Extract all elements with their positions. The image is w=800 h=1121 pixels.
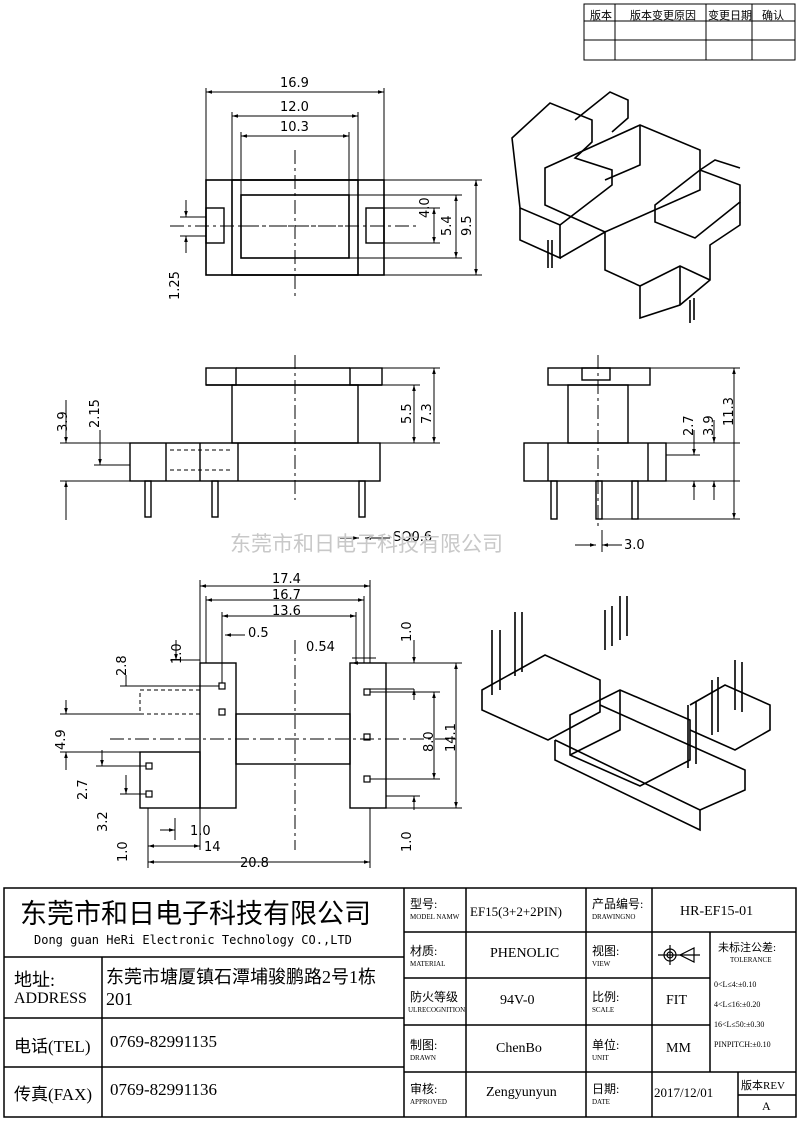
company-name-cn: 东莞市和日电子科技有限公司	[20, 899, 371, 929]
dim-bottom-2-8: 2.8	[115, 655, 130, 676]
dim-end-pin-length: 3.0	[624, 538, 645, 553]
dim-side-core: 5.5	[400, 403, 415, 424]
fire-label-en: ULRECOGNITION	[408, 1006, 466, 1014]
address-label-cn: 地址:	[14, 970, 56, 990]
rev-value: A	[762, 1099, 771, 1113]
date-label-cn: 日期:	[592, 1082, 620, 1096]
dim-side-base: 3.9	[56, 411, 71, 432]
material-value: PHENOLIC	[490, 946, 560, 961]
dim-bottom-pin-span: 13.6	[272, 604, 301, 619]
dim-bottom-14: 14	[204, 840, 221, 855]
dim-end-base: 3.9	[702, 415, 717, 436]
rev-col-reason: 版本变更原因	[630, 10, 696, 22]
dim-bottom-2-7: 2.7	[76, 779, 91, 800]
end-view	[523, 355, 667, 530]
approved-value: Zengyunyun	[486, 1085, 557, 1100]
tel-label: 电话(TEL)	[14, 1037, 91, 1056]
dim-bottom-20-8: 20.8	[240, 856, 269, 871]
fax-label: 传真(FAX)	[14, 1085, 93, 1104]
dim-bottom-left-1: 1.0	[170, 643, 185, 664]
watermark: 东莞市和日电子科技有限公司	[230, 532, 503, 556]
view-label-cn: 视图:	[592, 944, 620, 958]
model-label-cn: 型号:	[410, 897, 438, 911]
drawn-label-en: DRAWN	[410, 1054, 436, 1062]
dim-end-flange: 2.7	[682, 415, 697, 436]
tolerance-row-3: 16<L≤50:±0.30	[714, 1020, 765, 1029]
scale-label-cn: 比例:	[592, 990, 620, 1004]
fire-value: 94V-0	[500, 993, 535, 1008]
tolerance-title-en: TOLERANCE	[730, 956, 772, 964]
dim-end-total-height: 11.3	[722, 397, 737, 426]
dim-top-slot: 4.0	[418, 197, 433, 218]
unit-label-cn: 单位:	[592, 1038, 620, 1052]
fax-value: 0769-82991136	[110, 1080, 218, 1099]
model-value: EF15(3+2+2PIN)	[470, 904, 562, 919]
approved-label-cn: 审核:	[410, 1082, 438, 1096]
dim-top-width-mid: 12.0	[280, 100, 309, 115]
side-view-dims	[60, 367, 440, 540]
top-view	[170, 88, 482, 300]
tel-value: 0769-82991135	[110, 1032, 218, 1051]
side-view	[129, 355, 383, 518]
dim-bottom-3-2: 3.2	[96, 811, 111, 832]
rev-col-version: 版本	[590, 10, 612, 22]
dim-bottom-overall: 17.4	[272, 572, 301, 587]
product-no-label-cn: 产品编号:	[592, 897, 644, 911]
product-no-value: HR-EF15-01	[680, 904, 754, 919]
scale-value: FIT	[666, 993, 687, 1008]
company-name-en: Dong guan HeRi Electronic Technology CO.…	[34, 933, 352, 947]
revision-table	[583, 3, 796, 61]
tolerance-title-cn: 未标注公差:	[718, 942, 777, 954]
tolerance-row-2: 4<L≤16:±0.20	[714, 1000, 761, 1009]
isometric-view-top	[511, 91, 741, 323]
dim-top-width-inner: 10.3	[280, 120, 309, 135]
dim-bottom-14-1: 14.1	[444, 723, 459, 752]
rev-label: 版本REV	[741, 1080, 785, 1092]
model-label-en: MODEL NAMW	[410, 913, 460, 921]
first-angle-projection-icon	[658, 945, 700, 965]
end-view-dims	[575, 367, 740, 552]
dim-side-pin-square: SQ0.6	[393, 530, 433, 545]
rev-col-date: 变更日期	[708, 10, 752, 22]
scale-label-en: SCALE	[592, 1006, 615, 1014]
title-block-grid	[3, 887, 797, 1118]
dim-bottom-1-0-pin: 1.0	[190, 824, 211, 839]
dim-bottom-8-0: 8.0	[422, 731, 437, 752]
dim-bottom-4-9: 4.9	[54, 729, 69, 750]
tolerance-row-4: PINPITCH:±0.10	[714, 1040, 771, 1049]
drawn-value: ChenBo	[496, 1041, 542, 1056]
drawn-label-cn: 制图:	[410, 1038, 438, 1052]
unit-value: MM	[666, 1041, 691, 1056]
address-label-en: ADDRESS	[14, 990, 87, 1007]
dim-top-depth: 9.5	[460, 215, 475, 236]
dim-bottom-0-5: 0.5	[248, 626, 269, 641]
material-label-en: MATERIAL	[410, 960, 446, 968]
dim-top-notch: 1.25	[168, 271, 183, 300]
dim-bottom-flange: 16.7	[272, 588, 301, 603]
dim-side-pin-offset: 2.15	[88, 399, 103, 428]
dim-top-window: 5.4	[440, 215, 455, 236]
dim-top-width-outer: 16.9	[280, 76, 309, 91]
unit-label-en: UNIT	[592, 1054, 609, 1062]
address-value: 东莞市塘厦镇石潭埔骏鹏路2号1栋201	[106, 967, 376, 1009]
rev-col-confirm: 确认	[762, 10, 784, 22]
approved-label-en: APPROVED	[410, 1098, 447, 1106]
fire-label-cn: 防火等级	[410, 990, 459, 1004]
view-label-en: VIEW	[592, 960, 611, 968]
date-label-en: DATE	[592, 1098, 610, 1106]
dim-bottom-0-54: 0.54	[306, 640, 335, 655]
bottom-view-dims	[60, 580, 462, 868]
date-value: 2017/12/01	[654, 1085, 714, 1100]
isometric-view-bottom	[481, 596, 771, 832]
bottom-view	[110, 640, 460, 850]
material-label-cn: 材质:	[410, 944, 438, 958]
dim-side-height: 7.3	[420, 403, 435, 424]
dim-bottom-right-1: 1.0	[400, 621, 415, 642]
dim-bottom-left-1-b: 1.0	[116, 841, 131, 862]
dim-bottom-right-1-b: 1.0	[400, 831, 415, 852]
tolerance-row-1: 0<L≤4:±0.10	[714, 980, 757, 989]
product-no-label-en: DRAWINGNO	[592, 913, 636, 921]
